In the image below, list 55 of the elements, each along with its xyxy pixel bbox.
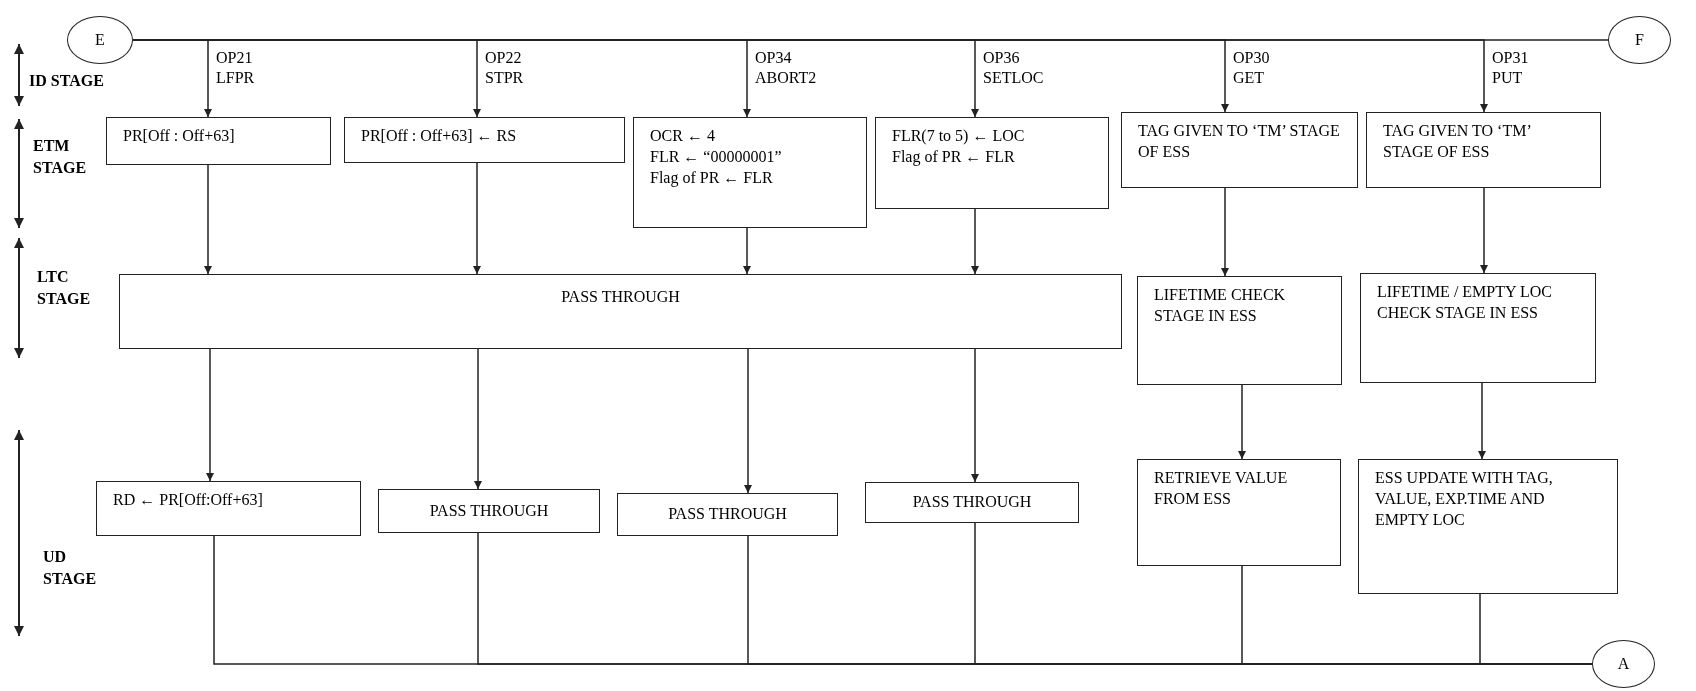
process-box	[119, 274, 1122, 349]
process-box	[1137, 276, 1342, 385]
node-text: FLR ← “00000001”	[650, 146, 782, 167]
node-text: PR[Off : Off+63] ← RS	[361, 126, 517, 146]
stage-label: UD STAGE	[43, 547, 97, 590]
connector-arrow	[744, 348, 752, 494]
connector-arrow	[1480, 187, 1488, 274]
node-text: PASS THROUGH	[912, 492, 1032, 513]
node-text: PASS THROUGH	[668, 504, 787, 525]
connector-arrow	[743, 227, 751, 275]
process-box	[1121, 112, 1358, 188]
node-text: FLR(7 to 5) ← LOC	[892, 126, 1025, 147]
process-box	[378, 489, 600, 533]
node-text: F	[1635, 30, 1644, 50]
node-text: PASS THROUGH	[561, 287, 680, 307]
node-text: A	[1617, 654, 1630, 674]
process-box	[344, 117, 625, 163]
connector-circle	[1592, 640, 1655, 688]
connector-arrow	[971, 208, 979, 275]
process-box	[1360, 273, 1596, 383]
connector-arrow	[474, 348, 482, 490]
connector-arrow	[204, 164, 212, 275]
process-box	[96, 481, 361, 536]
node-text: ESS UPDATE WITH TAG, VALUE, EXP.TIME AND EMPTY LOC	[1375, 468, 1554, 530]
connector-arrow	[971, 348, 979, 483]
connector-arrow	[1478, 382, 1486, 460]
node-text: E	[95, 30, 105, 50]
node-text: RETRIEVE VALUE FROM ESS	[1154, 468, 1289, 509]
process-box	[1358, 459, 1618, 594]
connector-circle	[1608, 16, 1671, 64]
connector-arrow	[1238, 384, 1246, 460]
node-text: PASS THROUGH	[429, 500, 549, 521]
stage-label: LTC STAGE	[37, 267, 91, 310]
node-text: OCR ← 4	[650, 126, 715, 146]
connector-arrow	[206, 348, 214, 482]
process-box	[875, 117, 1109, 209]
node-text: Flag of PR ← FLR	[892, 146, 1015, 168]
node-text: RD ← PR[Off:Off+63]	[113, 490, 263, 510]
process-box	[1366, 112, 1601, 188]
node-text: PR[Off : Off+63]	[123, 126, 235, 146]
connector-arrow	[473, 162, 481, 275]
node-text: LIFETIME CHECK STAGE IN ESS	[1154, 285, 1287, 326]
node-text: TAG GIVEN TO ‘TM’ STAGE OF ESS	[1383, 121, 1532, 162]
process-box	[865, 482, 1079, 523]
connector-arrow	[1221, 187, 1229, 277]
process-box	[617, 493, 838, 536]
stage-label: ETM STAGE	[33, 136, 87, 179]
stage-label: ID STAGE	[29, 71, 105, 91]
node-text: LIFETIME / EMPTY LOC CHECK STAGE IN ESS	[1377, 282, 1553, 323]
process-box	[1137, 459, 1341, 566]
node-text: TAG GIVEN TO ‘TM’ STAGE OF ESS	[1138, 121, 1341, 162]
process-box	[106, 117, 331, 165]
process-box	[633, 117, 867, 228]
node-text: Flag of PR ← FLR	[650, 167, 773, 189]
connector-circle	[67, 16, 133, 64]
